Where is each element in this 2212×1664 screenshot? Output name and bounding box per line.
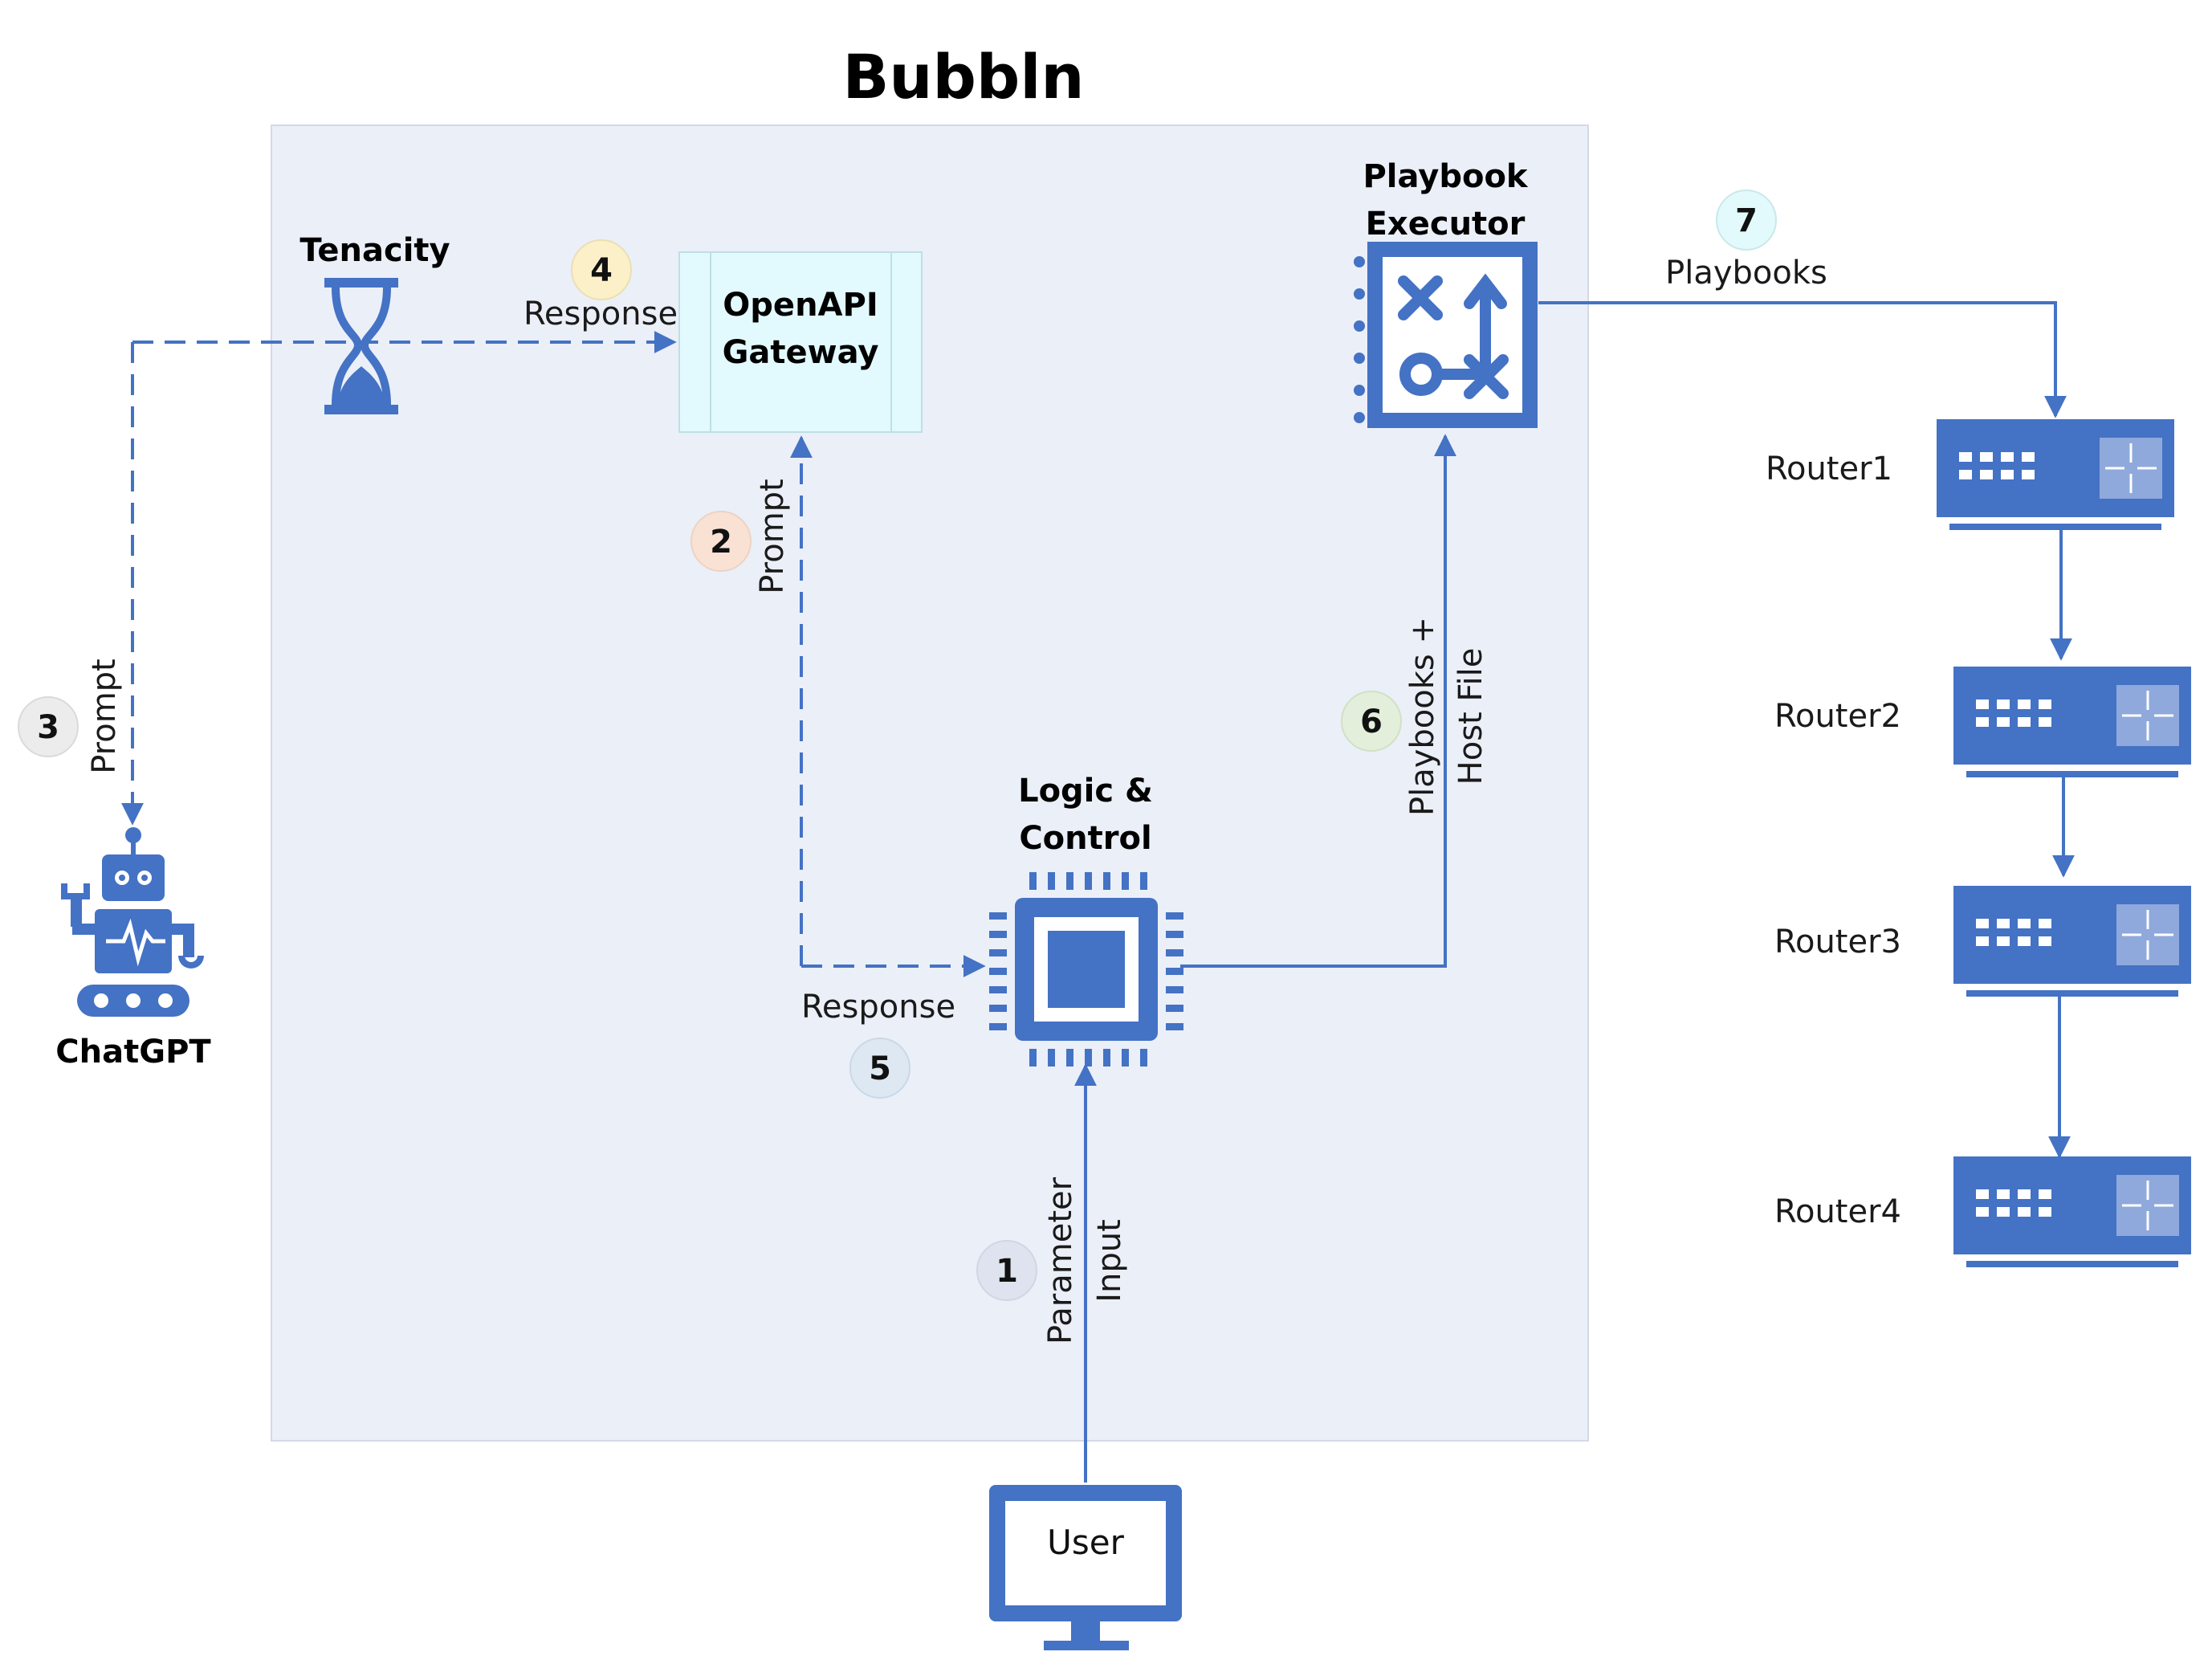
edge-label-prompt-gateway: Prompt (754, 479, 791, 594)
router4-label: Router4 (1774, 1193, 1901, 1230)
playbook-icon (1354, 242, 1538, 428)
edge-label-playbooks-host-line1: Playbooks + (1404, 617, 1441, 816)
edge-label-response-top: Response (523, 296, 678, 332)
hourglass-icon (324, 278, 398, 414)
gateway-label-line2: Gateway (723, 334, 879, 371)
step-badge-4: 4 (571, 239, 632, 300)
step-badge-5: 5 (849, 1038, 910, 1099)
step-badge-6: 6 (1341, 691, 1402, 752)
chip-icon (989, 872, 1183, 1067)
step-badge-2: 2 (690, 511, 752, 572)
robot-icon (61, 827, 204, 1017)
router-icon-3 (1953, 886, 2191, 997)
step-number-4: 4 (590, 252, 613, 289)
monitor-icon (989, 1485, 1182, 1650)
logic-label-line2: Control (1019, 820, 1151, 857)
router2-label: Router2 (1774, 698, 1901, 735)
edge-label-response-logic: Response (801, 989, 955, 1026)
step-badge-3: 3 (18, 696, 79, 757)
router3-label: Router3 (1774, 924, 1901, 960)
playbook-label-line1: Playbook (1363, 158, 1528, 195)
step-badge-1: 1 (976, 1240, 1037, 1301)
user-label: User (1047, 1523, 1124, 1562)
step-badge-7: 7 (1716, 190, 1777, 251)
edge-label-parameter-input-line1: Parameter (1042, 1177, 1079, 1344)
chatgpt-label: ChatGPT (55, 1034, 211, 1071)
edge-playbooks-host (1180, 434, 1456, 968)
openapi-gateway-box (678, 251, 923, 433)
step-number-5: 5 (869, 1050, 891, 1087)
edge-label-playbooks: Playbooks (1665, 255, 1827, 292)
diagram-title: Bubbln (843, 41, 1085, 112)
edge-label-prompt-chatgpt: Prompt (86, 659, 123, 774)
edge-label-parameter-input-line2: Input (1091, 1219, 1128, 1303)
step-number-1: 1 (996, 1253, 1018, 1290)
router-icon-4 (1953, 1156, 2191, 1267)
router1-label: Router1 (1766, 451, 1892, 487)
tenacity-label: Tenacity (299, 232, 450, 269)
step-number-2: 2 (710, 524, 732, 561)
edge-playbooks-to-router1 (1538, 301, 2067, 418)
gateway-label-line1: OpenAPI (723, 287, 878, 324)
router-icon-1 (1937, 419, 2174, 530)
step-number-3: 3 (37, 709, 59, 746)
step-number-6: 6 (1360, 704, 1383, 740)
playbook-label-line2: Executor (1366, 206, 1526, 243)
step-number-7: 7 (1735, 202, 1758, 239)
router-icon-2 (1953, 667, 2191, 777)
logic-label-line1: Logic & (1018, 773, 1153, 810)
edge-label-playbooks-host-line2: Host File (1452, 648, 1489, 785)
